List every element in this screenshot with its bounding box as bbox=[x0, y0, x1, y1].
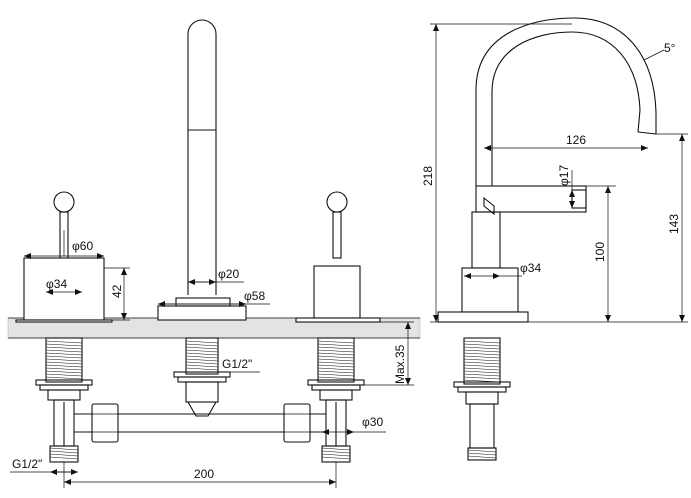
thread-line bbox=[317, 349, 355, 353]
thread-line bbox=[185, 343, 219, 347]
thread-line bbox=[45, 370, 83, 374]
thread-line bbox=[185, 361, 219, 365]
front-view: φ60 φ34 42 φ20 φ58 G1/2" Max.35 φ30 G1/2… bbox=[7, 19, 421, 488]
thread-line bbox=[185, 355, 219, 359]
thread-line bbox=[185, 346, 219, 350]
connecting-pipe bbox=[63, 402, 337, 446]
thread-line bbox=[317, 343, 355, 347]
side-view: 5° 126 218 φ17 143 100 φ34 bbox=[421, 17, 688, 461]
dim-126: 126 bbox=[566, 133, 586, 147]
thread-line bbox=[45, 349, 83, 353]
thread-line bbox=[317, 373, 355, 377]
thread-line bbox=[463, 352, 501, 356]
thread-line bbox=[185, 349, 219, 353]
thread-line bbox=[185, 352, 219, 356]
thread-line bbox=[463, 346, 501, 350]
thread-line bbox=[317, 361, 355, 365]
thread-line bbox=[463, 340, 501, 344]
thread-line bbox=[463, 370, 501, 374]
thread-line bbox=[49, 453, 79, 457]
thread-line bbox=[321, 456, 351, 460]
thread-line bbox=[185, 358, 219, 362]
thread-line bbox=[463, 367, 501, 371]
thread-line bbox=[463, 349, 501, 353]
thread-line bbox=[321, 447, 351, 451]
thread-line bbox=[185, 367, 219, 371]
thread-line bbox=[45, 361, 83, 365]
thread-line bbox=[321, 450, 351, 454]
dim-100: 100 bbox=[593, 242, 607, 262]
dim-phi30: φ30 bbox=[362, 415, 383, 429]
side-body bbox=[437, 211, 529, 461]
dim-phi34-side: φ34 bbox=[520, 261, 541, 275]
front-dimensions bbox=[10, 230, 414, 488]
dim-phi60: φ60 bbox=[72, 239, 93, 253]
thread-line bbox=[45, 343, 83, 347]
thread-line bbox=[467, 449, 497, 453]
dim-phi58: φ58 bbox=[244, 289, 265, 303]
dim-42: 42 bbox=[110, 284, 124, 298]
thread-line bbox=[45, 346, 83, 350]
thread-line bbox=[45, 355, 83, 359]
thread-line bbox=[45, 352, 83, 356]
thread-line bbox=[467, 452, 497, 456]
thread-line bbox=[463, 373, 501, 377]
thread-line bbox=[49, 450, 79, 454]
thread-line bbox=[463, 364, 501, 368]
thread-line bbox=[45, 367, 83, 371]
dim-143: 143 bbox=[667, 214, 681, 234]
side-dimensions bbox=[430, 23, 688, 323]
dim-phi20: φ20 bbox=[218, 267, 239, 281]
thread-line bbox=[317, 355, 355, 359]
dim-phi17: φ17 bbox=[557, 165, 571, 186]
thread-line bbox=[45, 376, 83, 380]
thread-line bbox=[45, 358, 83, 362]
thread-line bbox=[45, 340, 83, 344]
thread-line bbox=[317, 358, 355, 362]
thread-line bbox=[45, 364, 83, 368]
dim-5-degree: 5° bbox=[664, 41, 676, 55]
dim-phi34-front: φ34 bbox=[46, 277, 67, 291]
thread-line bbox=[467, 455, 497, 459]
thread-line bbox=[321, 453, 351, 457]
thread-line bbox=[45, 373, 83, 377]
left-handle-valve bbox=[15, 191, 113, 463]
thread-line bbox=[185, 340, 219, 344]
thread-line bbox=[317, 376, 355, 380]
thread-line bbox=[317, 370, 355, 374]
thread-line bbox=[317, 364, 355, 368]
thread-line bbox=[317, 352, 355, 356]
thread-line bbox=[463, 343, 501, 347]
thread-line bbox=[49, 456, 79, 460]
thread-line bbox=[49, 447, 79, 451]
thread-line bbox=[317, 340, 355, 344]
thread-line bbox=[463, 376, 501, 380]
right-handle-valve bbox=[295, 191, 381, 463]
dim-200: 200 bbox=[194, 467, 214, 481]
thread-line bbox=[317, 367, 355, 371]
side-spout bbox=[475, 17, 665, 186]
dim-max35: Max.35 bbox=[393, 344, 407, 384]
thread-line bbox=[463, 355, 501, 359]
thread-line bbox=[463, 361, 501, 365]
thread-line bbox=[463, 358, 501, 362]
thread-line bbox=[185, 364, 219, 368]
dim-218: 218 bbox=[421, 166, 435, 186]
side-handle bbox=[475, 185, 587, 216]
thread-line bbox=[317, 346, 355, 350]
dim-g12-left: G1/2" bbox=[12, 457, 42, 471]
dim-g12-center: G1/2" bbox=[222, 357, 252, 371]
